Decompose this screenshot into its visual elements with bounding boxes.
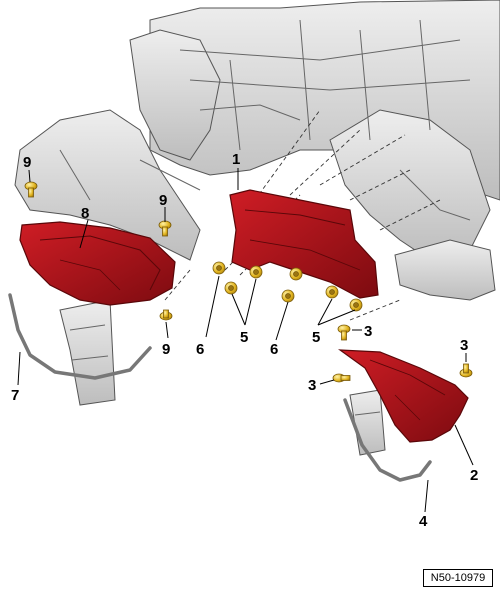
- vehicle-body-structure: [14, 0, 500, 456]
- nut-6-left: [212, 261, 226, 275]
- callout-4: 4: [419, 513, 428, 530]
- callout-7: 7: [11, 387, 19, 404]
- underbody-panel-center: [229, 189, 379, 299]
- callout-6-left: 6: [196, 341, 204, 358]
- callout-9-bottom: 9: [162, 341, 170, 358]
- callout-8: 8: [81, 205, 89, 222]
- screw-9-mid: [158, 220, 172, 237]
- callout-9-top-left: 9: [23, 154, 31, 171]
- nut-5-b: [249, 265, 263, 279]
- body-detail-lines: [59, 19, 471, 416]
- screw-3-right: [459, 363, 473, 378]
- callout-9-mid: 9: [159, 192, 167, 209]
- screw-3-left: [332, 373, 351, 383]
- nut-6-right-a: [289, 267, 303, 281]
- wheel-housing-liner-right: [337, 349, 469, 443]
- trim-strip-right: [343, 398, 432, 482]
- nut-6-right-b: [281, 289, 295, 303]
- fasteners: [24, 181, 473, 383]
- screw-9-bottom: [159, 309, 173, 321]
- wheel-housing-liner-left: [19, 221, 176, 306]
- screw-3-upper: [337, 324, 351, 341]
- callout-5-right: 5: [312, 329, 320, 346]
- reference-code: N50-10979: [423, 569, 493, 587]
- callout-3-upper: 3: [364, 323, 372, 340]
- nut-5-c: [325, 285, 339, 299]
- callout-3-right: 3: [460, 337, 468, 354]
- callout-3-left: 3: [308, 377, 316, 394]
- callout-6-right: 6: [270, 341, 278, 358]
- nut-5-d: [349, 298, 363, 312]
- leader-lines: [17, 168, 474, 513]
- callout-2: 2: [470, 467, 478, 484]
- callout-5-left: 5: [240, 329, 248, 346]
- trim-strip-left: [8, 293, 152, 380]
- screw-9-top-left: [24, 181, 38, 198]
- callout-labels: 1 2 3 3 3 4 5 5 6 6 7 8 9 9 9: [11, 151, 478, 530]
- callout-1: 1: [232, 151, 240, 168]
- nut-5-a: [224, 281, 238, 295]
